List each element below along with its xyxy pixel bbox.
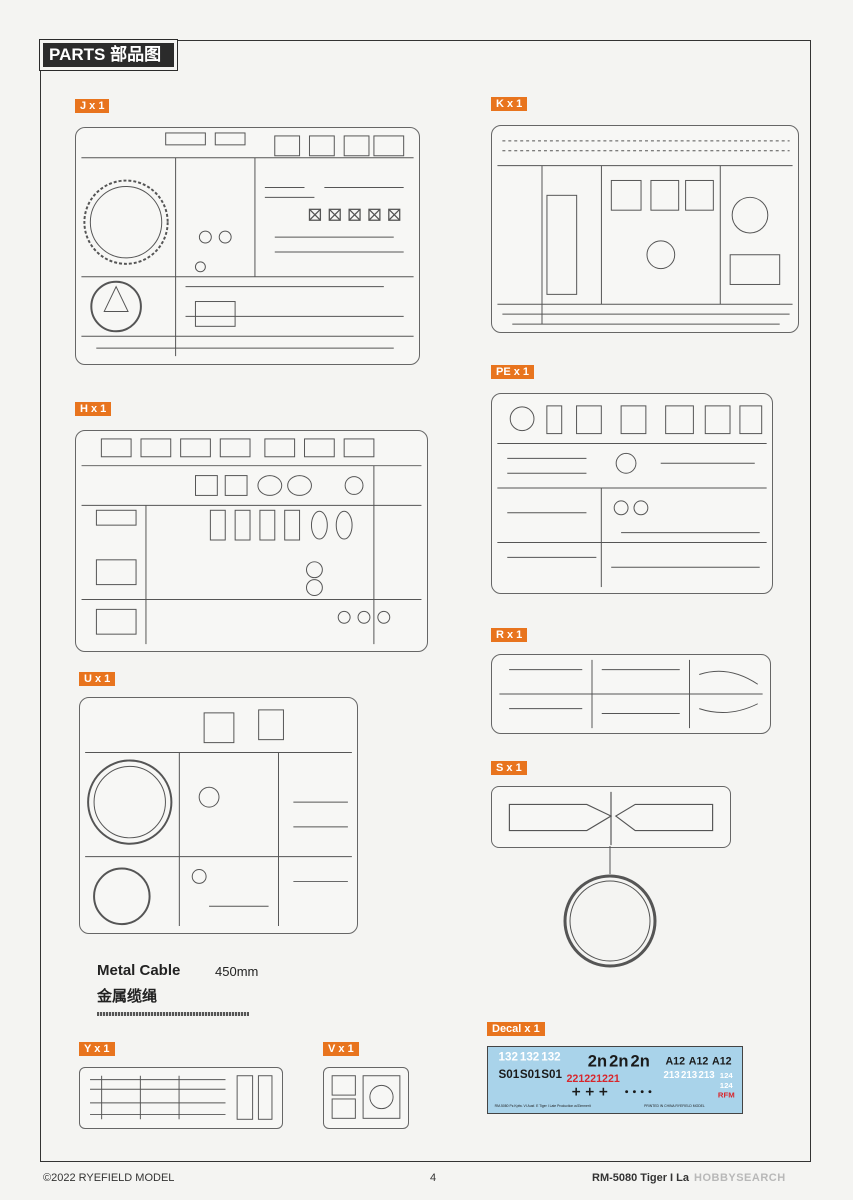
metal-cable-image [97,1012,249,1016]
sprue-u-image [79,697,358,934]
decal-2n-3: 2n [631,1052,650,1070]
decal-2n-2: 2n [609,1052,628,1070]
parts-title: PARTS 部品图 [49,45,162,64]
sprue-pe-image [491,393,773,594]
sprue-h-label: H x 1 [75,402,112,416]
sprue-k-label: K x 1 [491,97,528,111]
decal-2n-1: 2n [588,1052,607,1070]
decal-caption-right: PRINTED IN CHINA RYEFIELD MODEL [644,1104,705,1108]
sprue-k-image [491,125,799,333]
decal-label: Decal x 1 [487,1022,545,1036]
decal-sheet-drawing: 132 132 132 S01 S01 S01 2n 2n 2n 2212212… [495,1051,735,1109]
decal-213-2: 213 [681,1070,698,1081]
sprue-k-drawing [497,140,793,325]
cable-title-cn: 金属缆绳 [97,988,158,1005]
decal-124-1: 124 [720,1071,734,1080]
decal-132-2: 132 [520,1051,539,1064]
page-number: 4 [430,1172,437,1184]
sprue-y-label: Y x 1 [79,1042,115,1056]
footer-model: RM-5080 Tiger I La [592,1172,689,1184]
sprue-v-label: V x 1 [323,1042,359,1056]
decal-213-3: 213 [698,1070,715,1081]
decal-a12-1: A12 [665,1055,685,1067]
sprue-s-image [491,786,731,848]
page-frame [40,40,811,1162]
cable-length: 450mm [215,964,259,979]
sprue-v-image [323,1067,409,1129]
decal-a12-3: A12 [712,1055,732,1067]
sprue-y-drawing [90,1075,273,1120]
decal-logo: RFM [718,1090,735,1099]
decal-s01-3: S01 [541,1068,562,1081]
sprue-h-image [75,430,428,652]
sprue-r-label: R x 1 [491,628,528,642]
decal-a12-2: A12 [689,1055,709,1067]
decal-132-1: 132 [499,1051,518,1064]
decal-132-3: 132 [541,1051,560,1064]
sprue-r-drawing [499,659,763,729]
sprue-j-image [75,127,420,365]
footer-copyright: ©2022 RYEFIELD MODEL [43,1172,175,1184]
sprue-s-ring-drawing [563,846,657,968]
decal-sheet-image: 132 132 132 S01 S01 S01 2n 2n 2n 2212212… [487,1046,743,1114]
decal-213-1: 213 [664,1070,681,1081]
sprue-u-drawing [85,709,352,927]
sprue-y-image [79,1067,283,1129]
footer-watermark: HOBBYSEARCH [694,1172,786,1184]
cable-title: Metal Cable [97,962,181,979]
decal-s01-1: S01 [499,1068,520,1081]
decal-221: 221221221 [566,1073,619,1085]
sprue-u-label: U x 1 [79,672,116,686]
decal-crosses-image [572,1087,608,1096]
sprue-v-drawing [331,1075,401,1119]
decal-s01-2: S01 [520,1068,541,1081]
sprue-s-drawing [508,791,714,846]
sprue-r-image [491,654,771,734]
sprue-s-label: S x 1 [491,761,527,775]
sprue-j-drawing [81,132,414,357]
sprue-h-drawing [81,438,422,645]
sprue-pe-label: PE x 1 [491,365,535,379]
parts-header: PARTS 部品图 [39,39,178,71]
decal-caption-left: RM-5080 Pz.Kpfw. VI Ausf. E Tiger I Late… [495,1104,591,1108]
decal-124-2: 124 [720,1081,734,1090]
sprue-j-label: J x 1 [75,99,110,113]
sprue-pe-drawing [497,405,767,588]
decal-dots-image [625,1090,652,1094]
